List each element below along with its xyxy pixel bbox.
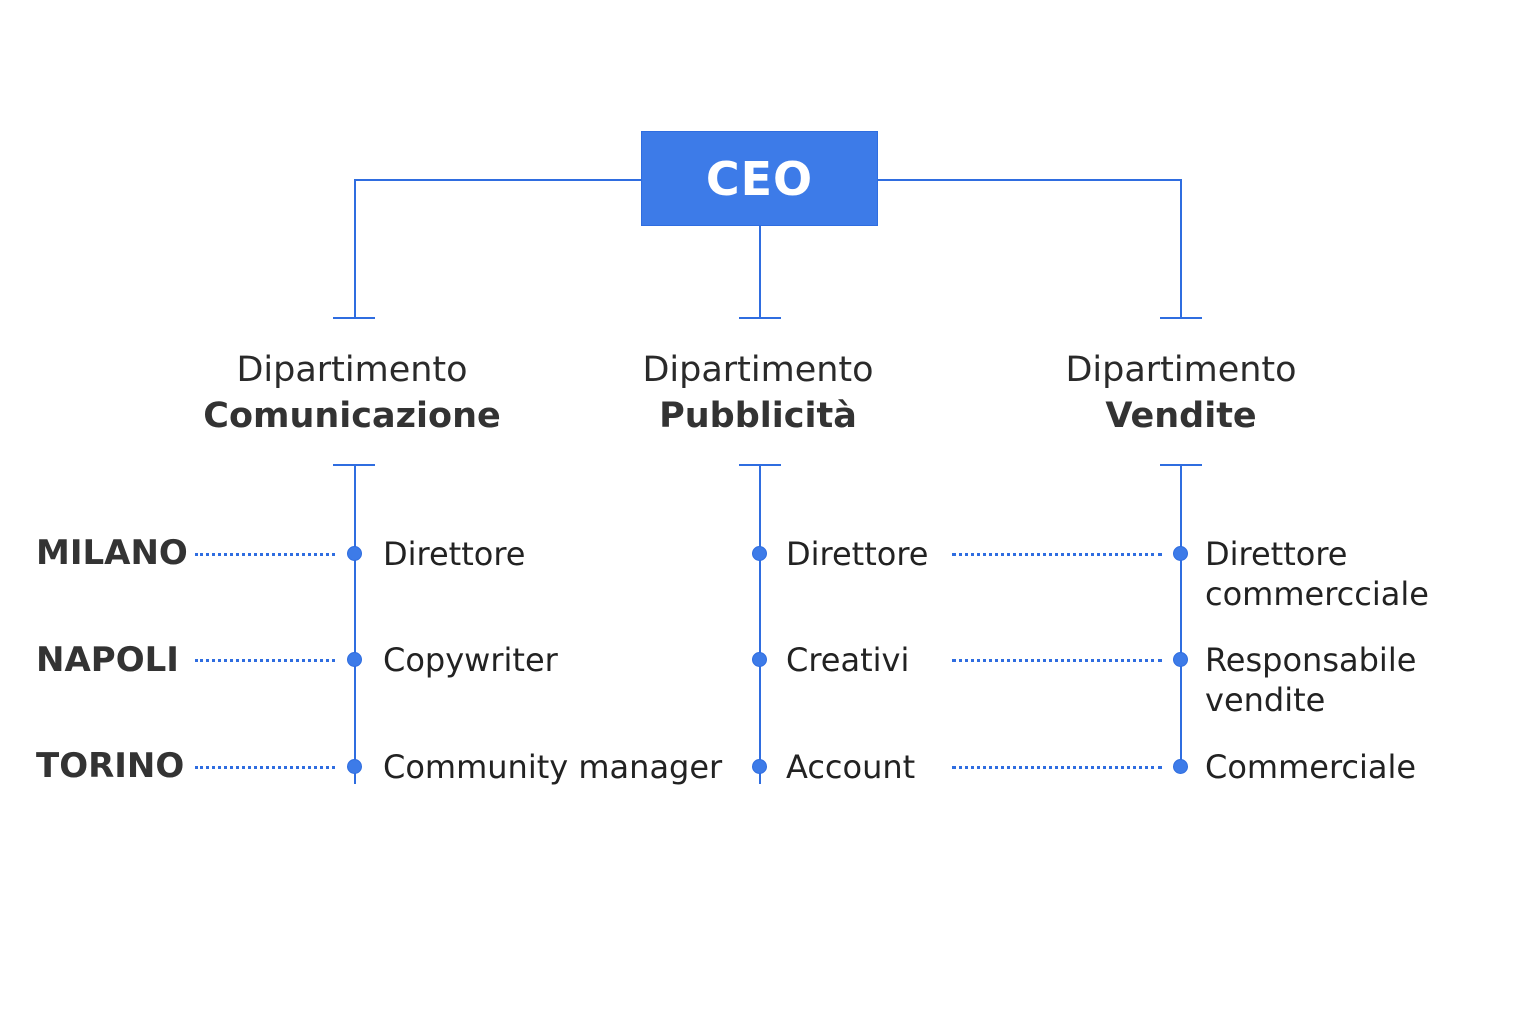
role-line: Direttore [1205, 535, 1348, 573]
role-line: vendite [1205, 681, 1326, 719]
connector-center-down [759, 226, 761, 318]
dept-name: Pubblicità [659, 396, 857, 436]
connector-right-down [1180, 179, 1182, 318]
ceo-node: CEO [641, 131, 878, 226]
role-pubblicita-napoli: Creativi [786, 641, 910, 679]
role-line: commercciale [1205, 575, 1429, 613]
node-dot [1173, 652, 1188, 667]
role-comunicazione-milano: Direttore [383, 535, 526, 573]
dotted-napoli-vendite [952, 659, 1162, 662]
node-dot [752, 652, 767, 667]
role-comunicazione-napoli: Copywriter [383, 641, 558, 679]
dept-comunicazione-heading: Dipartimento Comunicazione [172, 347, 532, 439]
connector-ceo-right [878, 179, 1182, 181]
city-napoli: NAPOLI [36, 640, 179, 680]
dept-name: Comunicazione [203, 396, 501, 436]
dotted-torino-comunicazione [195, 766, 335, 769]
dept-vendite-heading: Dipartimento Vendite [1001, 347, 1361, 439]
connector-left-down [354, 179, 356, 318]
dept-name: Vendite [1105, 396, 1257, 436]
role-vendite-milano: Direttore commercciale [1205, 534, 1429, 614]
role-pubblicita-milano: Direttore [786, 535, 929, 573]
role-vendite-napoli: Responsabile vendite [1205, 640, 1416, 720]
node-dot [752, 759, 767, 774]
connector-ceo-left [354, 179, 641, 181]
tbar-vendite-top [1160, 317, 1202, 319]
dept-pubblicita-heading: Dipartimento Pubblicità [578, 347, 938, 439]
dept-prefix: Dipartimento [1065, 350, 1297, 390]
dotted-napoli-comunicazione [195, 659, 335, 662]
dotted-torino-vendite [952, 766, 1162, 769]
roles-line-vendite [1180, 464, 1182, 768]
dotted-milano-vendite [952, 553, 1162, 556]
ceo-label: CEO [705, 151, 814, 206]
node-dot [347, 652, 362, 667]
roles-line-comunicazione [354, 464, 356, 784]
role-pubblicita-torino: Account [786, 748, 916, 786]
tbar-comunicazione-top [333, 317, 375, 319]
node-dot [1173, 546, 1188, 561]
node-dot [1173, 759, 1188, 774]
roles-line-pubblicita [759, 464, 761, 784]
role-comunicazione-torino: Community manager [383, 748, 723, 786]
role-line: Commerciale [1205, 748, 1417, 786]
dept-prefix: Dipartimento [642, 350, 874, 390]
city-torino: TORINO [36, 746, 185, 786]
node-dot [347, 546, 362, 561]
city-milano: MILANO [36, 533, 188, 573]
role-line: Responsabile [1205, 641, 1417, 679]
node-dot [752, 546, 767, 561]
dotted-milano-comunicazione [195, 553, 335, 556]
tbar-pubblicita-top [739, 317, 781, 319]
dept-prefix: Dipartimento [236, 350, 468, 390]
node-dot [347, 759, 362, 774]
role-vendite-torino: Commerciale [1205, 747, 1416, 787]
